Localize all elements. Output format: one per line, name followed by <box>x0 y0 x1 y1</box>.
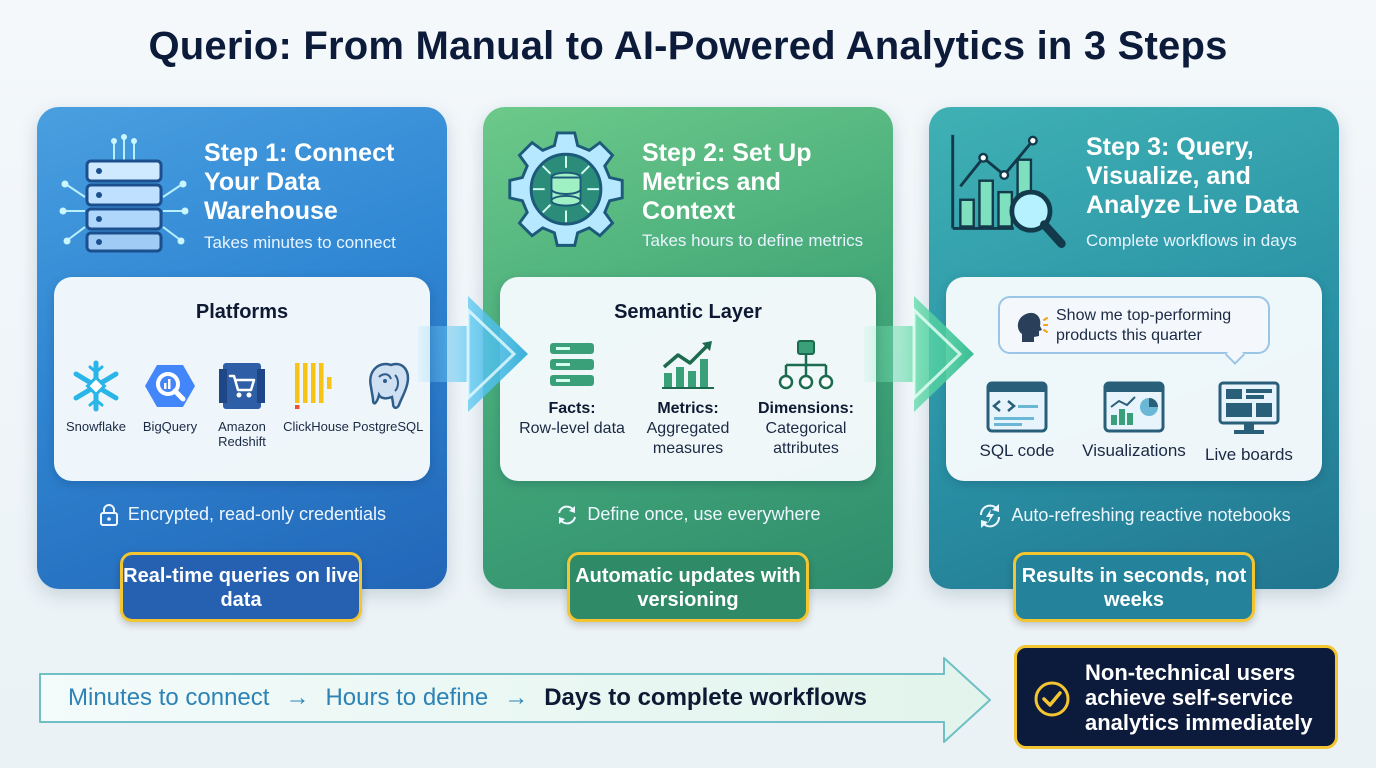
page-title: Querio: From Manual to AI-Powered Analyt… <box>148 24 1228 68</box>
metrics-desc: Aggregated measures <box>646 420 730 457</box>
platform-bigquery: BigQuery <box>134 359 206 434</box>
platform-label: BigQuery <box>142 419 198 434</box>
hierarchy-icon <box>778 340 834 390</box>
speaking-head-icon <box>1017 312 1048 342</box>
platform-redshift: Amazon Redshift <box>206 359 278 449</box>
platform-label: ClickHouse <box>283 419 349 434</box>
output-label: SQL code <box>979 441 1055 460</box>
step-arrow-1 <box>418 296 528 412</box>
rows-icon <box>550 343 594 386</box>
step-2-note-text: Define once, use everywhere <box>587 503 821 524</box>
chart-window-icon <box>1103 381 1165 433</box>
semantic-item-metrics: Metrics: Aggregated measures <box>628 339 748 459</box>
facts-label: Facts: <box>548 400 596 417</box>
result-text: Non-technical users achieve self-service… <box>1085 660 1313 735</box>
bigquery-icon <box>145 365 195 407</box>
server-stack-icon <box>59 134 189 253</box>
platform-label: Amazon Redshift <box>218 419 266 449</box>
step-2-panel: Step 2: Set Up Metrics and Context Takes… <box>483 107 893 589</box>
timeline-arrow-icon: → <box>504 684 529 711</box>
redshift-icon <box>219 363 265 409</box>
step-arrow-2 <box>864 296 974 412</box>
platform-label: Snowflake <box>66 419 126 434</box>
output-live-boards: Live boards <box>1194 381 1304 465</box>
timeline-arrow-icon: → <box>285 684 310 711</box>
step-2-note: Define once, use everywhere <box>483 503 893 527</box>
step-3-subtitle: Complete workflows in days <box>1086 231 1297 250</box>
step-3-badge: Results in seconds, not weeks <box>1013 552 1255 622</box>
step-3-note: Auto-refreshing reactive notebooks <box>929 503 1339 529</box>
postgresql-icon <box>369 362 410 409</box>
semantic-layer-card: Semantic Layer Facts: Row-level data Met… <box>500 277 876 481</box>
output-label: Live boards <box>1205 445 1293 464</box>
semantic-item-dimensions: Dimensions: Categorical attributes <box>746 339 866 459</box>
step-1-subtitle: Takes minutes to connect <box>204 233 396 252</box>
timeline-stage-1: Minutes to connect <box>68 684 270 711</box>
step-3-title: Step 3: Query, Visualize, and Analyze Li… <box>1086 133 1299 219</box>
platform-clickhouse: ClickHouse <box>280 359 352 434</box>
timeline-stage-3: Days to complete workflows <box>544 684 867 711</box>
snowflake-icon <box>73 360 119 412</box>
code-window-icon <box>986 381 1048 433</box>
step-1-badge: Real-time queries on live data <box>120 552 362 622</box>
chart-magnifier-icon <box>951 134 1066 248</box>
trend-chart-icon <box>662 341 714 389</box>
semantic-item-facts: Facts: Row-level data <box>512 339 632 439</box>
clickhouse-icon <box>295 363 332 409</box>
gear-database-icon <box>508 131 624 247</box>
step-2-badge: Automatic updates with versioning <box>567 552 809 622</box>
prompt-text: Show me top-performing products this qua… <box>1056 307 1232 344</box>
step-2-subtitle: Takes hours to define metrics <box>642 231 864 250</box>
refresh-bolt-icon <box>980 504 1001 528</box>
timeline-arrow <box>39 657 991 743</box>
timeline-text: Minutes to connect → Hours to define → Days … <box>68 684 867 712</box>
monitor-board-icon <box>1218 381 1280 434</box>
outputs-card: Show me top-performing products this qua… <box>946 277 1322 481</box>
result-box: Non-technical users achieve self-service… <box>1014 645 1338 749</box>
output-sql-code: SQL code <box>962 381 1072 461</box>
step-1-note: Encrypted, read-only credentials <box>37 503 447 527</box>
prompt-bubble: Show me top-performing products this qua… <box>998 296 1270 354</box>
step-1-note-text: Encrypted, read-only credentials <box>127 503 387 524</box>
platforms-title: Platforms <box>195 301 289 323</box>
platforms-card: Platforms Snowflake BigQuery <box>54 277 430 481</box>
sync-icon <box>558 505 577 525</box>
platform-snowflake: Snowflake <box>60 359 132 434</box>
platform-label: PostgreSQL <box>352 419 424 434</box>
dimensions-label: Dimensions: <box>757 400 854 417</box>
step-3-panel: Step 3: Query, Visualize, and Analyze Li… <box>929 107 1339 589</box>
facts-desc: Row-level data <box>519 420 625 437</box>
output-label: Visualizations <box>1082 441 1186 460</box>
output-visualizations: Visualizations <box>1079 381 1189 461</box>
step-1-panel: Step 1: Connect Your Data Warehouse Take… <box>37 107 447 589</box>
check-circle-icon <box>1034 681 1070 717</box>
timeline-stage-2: Hours to define <box>325 684 489 711</box>
step-2-title: Step 2: Set Up Metrics and Context <box>642 139 812 225</box>
platform-postgresql: PostgreSQL <box>352 359 424 434</box>
semantic-layer-title: Semantic Layer <box>614 301 762 323</box>
lock-icon <box>99 504 118 526</box>
dimensions-desc: Categorical attributes <box>765 420 847 457</box>
step-3-note-text: Auto-refreshing reactive notebooks <box>1011 504 1291 525</box>
step-1-title: Step 1: Connect Your Data Warehouse <box>204 139 395 225</box>
metrics-label: Metrics: <box>657 400 719 417</box>
